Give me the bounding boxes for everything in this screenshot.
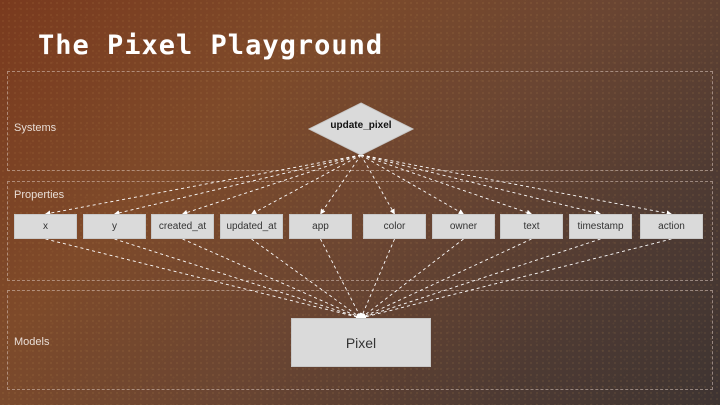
update-pixel-system-node[interactable]: [307, 102, 415, 156]
edge-property-to-model: [360, 238, 601, 320]
property-label: timestamp: [577, 221, 624, 232]
edge-property-to-model: [182, 238, 362, 319]
property-label: created_at: [158, 221, 207, 232]
systems-section-label: Systems: [14, 122, 57, 134]
edge-system-to-property: [251, 154, 362, 215]
systems-section: [7, 71, 713, 171]
edge-property-to-model: [251, 238, 362, 319]
models-section: [7, 290, 713, 390]
edge-property-to-model: [114, 238, 362, 320]
edge-property-to-model: [360, 238, 532, 319]
edge-system-to-property: [44, 154, 362, 216]
edge-system-to-property: [360, 154, 602, 216]
properties-section-label: Properties: [14, 189, 65, 201]
edge-system-to-property: [360, 154, 395, 215]
property-label: text: [523, 221, 540, 232]
pixel-model-label: Pixel: [345, 334, 377, 351]
update-pixel-system-label: update_pixel: [330, 120, 392, 131]
edge-property-to-model: [360, 238, 395, 319]
edge-property-to-model: [320, 238, 362, 319]
property-node[interactable]: created_at: [151, 214, 214, 239]
property-node[interactable]: action: [640, 214, 703, 239]
edge-property-to-model: [360, 238, 672, 320]
property-node[interactable]: timestamp: [569, 214, 632, 239]
property-label: y: [112, 221, 117, 232]
property-node[interactable]: app: [289, 214, 352, 239]
property-node[interactable]: y: [83, 214, 146, 239]
pixel-model-node[interactable]: Pixel: [291, 318, 431, 367]
edge-system-to-property: [360, 154, 464, 215]
edge-property-to-model: [45, 238, 362, 320]
property-node[interactable]: text: [500, 214, 563, 239]
property-label: action: [658, 221, 685, 232]
edge-system-to-property: [181, 154, 362, 216]
property-node[interactable]: owner: [432, 214, 495, 239]
property-label: color: [383, 221, 406, 232]
edge-property-to-model: [360, 238, 464, 319]
property-label: updated_at: [226, 221, 277, 232]
property-node[interactable]: updated_at: [220, 214, 283, 239]
edge-system-to-property: [360, 154, 673, 216]
page-title: The Pixel Playground: [38, 30, 384, 61]
property-label: app: [312, 221, 329, 232]
edge-system-to-property: [360, 154, 533, 215]
property-label: owner: [449, 221, 478, 232]
properties-section: [7, 181, 713, 281]
edge-system-to-property: [113, 154, 362, 216]
property-node[interactable]: x: [14, 214, 77, 239]
models-section-label: Models: [14, 336, 50, 348]
property-label: x: [43, 221, 48, 232]
edge-system-to-property: [320, 154, 362, 215]
property-node[interactable]: color: [363, 214, 426, 239]
